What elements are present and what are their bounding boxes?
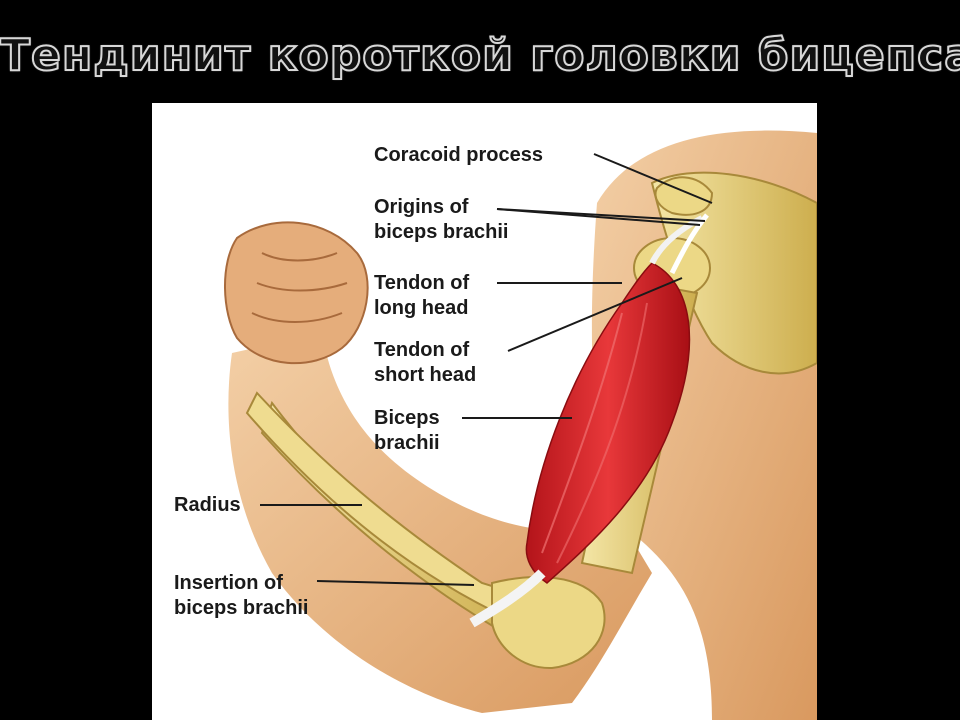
- insertion-tendon: [469, 569, 546, 628]
- label-radius: Radius: [174, 494, 241, 516]
- fist: [224, 221, 369, 365]
- arm-illustration: [224, 130, 817, 720]
- label-insertion-of-biceps: Insertion of biceps brachii: [174, 572, 309, 619]
- label-origins-of-biceps: Origins of biceps brachii: [374, 196, 509, 243]
- label-coracoid-process: Coracoid process: [374, 144, 543, 166]
- label-biceps-brachii: Biceps brachii: [374, 407, 440, 454]
- slide-title: Тендинит короткой головки бицепса: [0, 29, 960, 82]
- anatomy-figure: Coracoid process Origins of biceps brach…: [152, 103, 817, 720]
- label-tendon-long-head: Tendon of long head: [374, 272, 470, 319]
- label-tendon-short-head: Tendon of short head: [374, 339, 477, 386]
- coracoid: [654, 176, 714, 216]
- leader-lines: [260, 153, 713, 586]
